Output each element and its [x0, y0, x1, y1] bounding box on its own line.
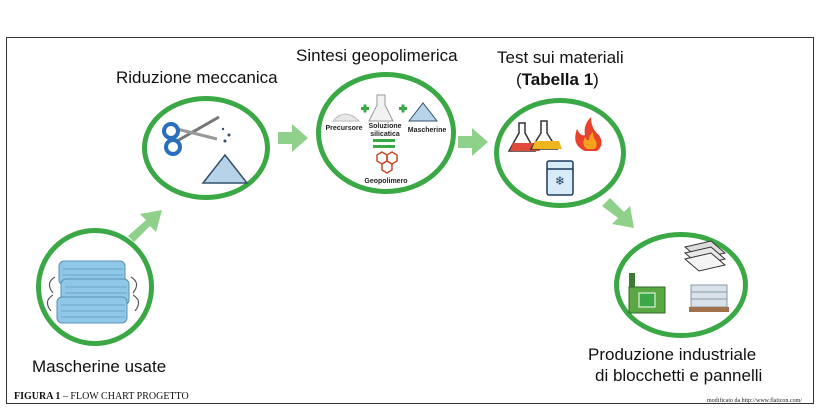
paren-open: (	[516, 70, 522, 89]
step-label-test-materiali: Test sui materiali	[497, 48, 624, 67]
geopolymer-lattice-icon	[376, 151, 398, 174]
synthesis-label-soluzione-line1: Soluzione	[368, 123, 402, 130]
arrow-4-to-5	[602, 198, 634, 228]
figure-caption: FIGURA 1 – FLOW CHART PROGETTO	[14, 391, 189, 402]
face-mask-icon	[46, 260, 140, 324]
synthesis-icons	[331, 94, 439, 174]
production-icons	[628, 240, 729, 314]
image-credit: modificato da http://www.flaticon.com/	[707, 398, 802, 404]
step-circle-riduzione	[142, 96, 270, 200]
figure-number: FIGURA 1	[14, 391, 61, 402]
scissors-icon	[162, 115, 220, 156]
powder-pile-icon	[407, 102, 439, 122]
paren-close: )	[593, 70, 599, 89]
diagram-frame	[6, 37, 814, 404]
stacked-blocks-icon	[689, 284, 729, 312]
tabella-ref: Tabella 1	[521, 70, 594, 89]
step-label-tabella: (Tabella 1)	[516, 70, 599, 90]
grid-panel-icon	[683, 240, 727, 272]
factory-icon	[628, 273, 666, 314]
arrow-2-to-3	[278, 124, 308, 152]
step-label-produzione-line2: di blocchetti e pannelli	[595, 366, 763, 385]
step-label-riduzione-meccanica: Riduzione meccanica	[116, 68, 278, 87]
synthesis-label-precursore: Precursore	[325, 125, 363, 132]
synthesis-label-geopolimero: Geopolimero	[364, 178, 408, 185]
step-label-sintesi-geopolimerica: Sintesi geopolimerica	[296, 46, 458, 65]
arrow-1-to-2	[128, 210, 162, 242]
powder-icon	[331, 113, 361, 122]
step-circle-produzione	[614, 232, 748, 338]
synthesis-label-soluzione-line2: silicatica	[370, 131, 400, 138]
equals-icon	[373, 139, 395, 148]
test-icons: ❄	[507, 117, 602, 196]
flask-icon	[368, 94, 394, 122]
arrow-3-to-4	[458, 128, 488, 156]
freezer-icon: ❄	[546, 160, 574, 196]
step-circle-test: ❄	[494, 98, 626, 208]
step-label-mascherine-usate: Mascherine usate	[32, 357, 167, 376]
step-circle-mascherine	[36, 228, 154, 346]
svg-text:❄: ❄	[555, 174, 565, 188]
powder-pile-icon	[201, 127, 249, 184]
scissors-powder-icon	[162, 115, 249, 184]
plus-icon	[361, 104, 369, 113]
figure-title: – FLOW CHART PROGETTO	[60, 391, 189, 402]
step-label-produzione-line1: Produzione industriale	[588, 345, 757, 364]
lab-flasks-icon	[507, 120, 562, 152]
synthesis-label-mascherine: Mascherine	[407, 127, 447, 134]
fire-icon	[575, 117, 602, 151]
plus-icon	[399, 104, 407, 113]
